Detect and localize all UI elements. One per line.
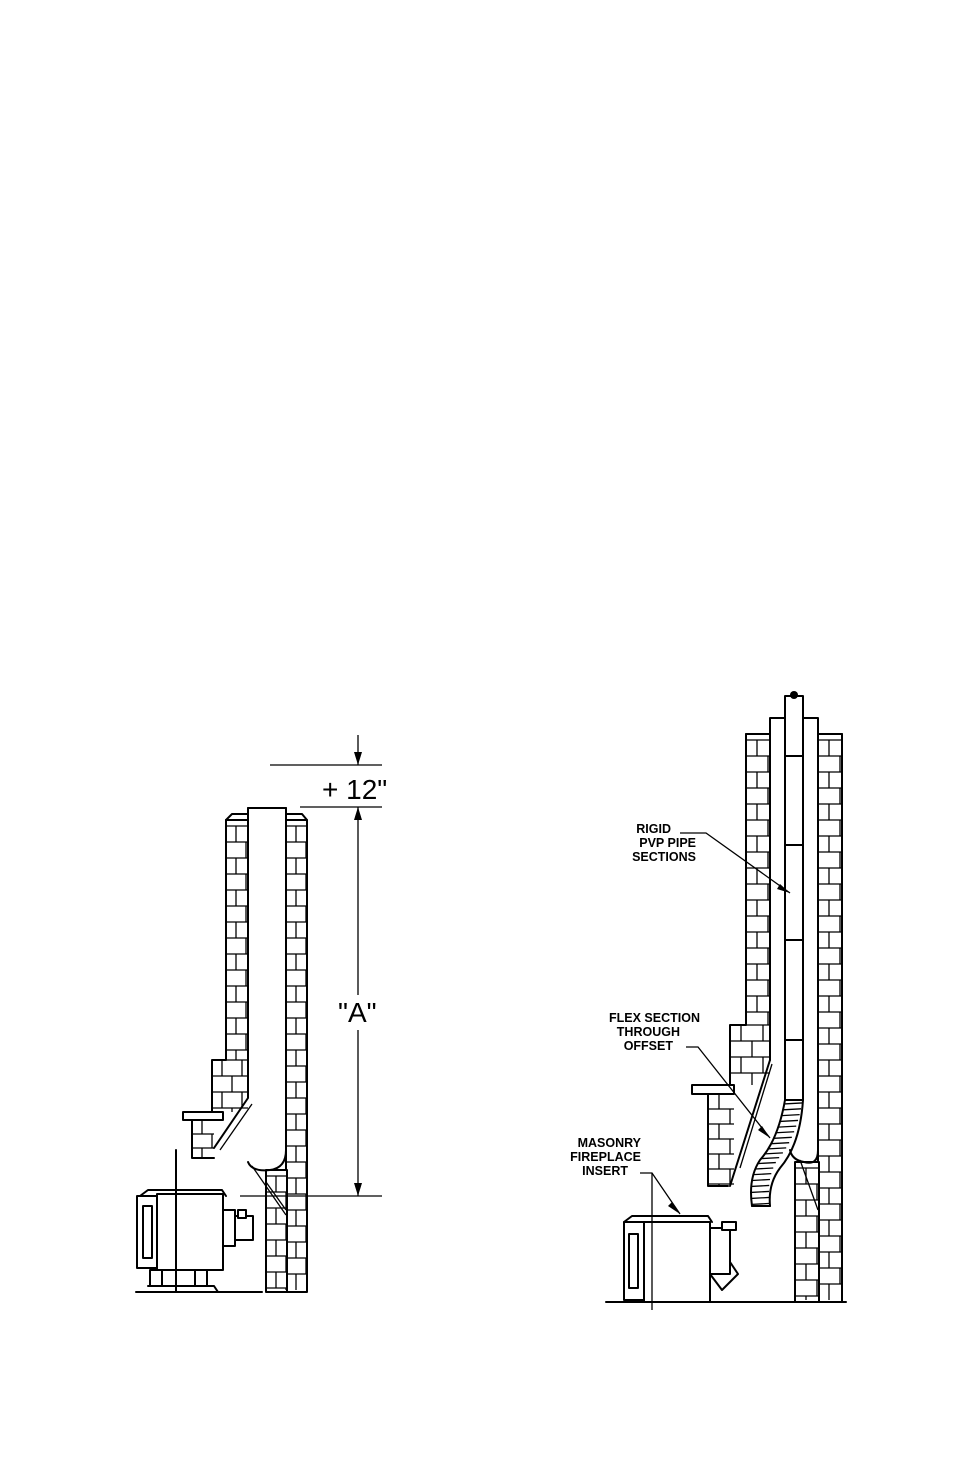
callout-rigid-pvp: RIGID PVP PIPE SECTIONS: [632, 822, 696, 864]
left-flue-liner: [214, 808, 286, 1215]
svg-text:FIREPLACE: FIREPLACE: [570, 1150, 641, 1164]
pipe-cap-icon: [790, 691, 798, 699]
svg-text:MASONRY: MASONRY: [578, 1136, 642, 1150]
right-chimney-outer-wall: [818, 734, 842, 1302]
svg-text:SECTIONS: SECTIONS: [632, 850, 696, 864]
dimension-a-label: "A": [338, 997, 377, 1028]
left-chimney-figure: + 12" "A": [136, 735, 387, 1292]
right-chimney-masonry: [692, 718, 842, 1302]
callout-masonry-insert: MASONRY FIREPLACE INSERT: [570, 1136, 641, 1178]
dimension-plus-12-label: + 12": [322, 774, 387, 805]
left-mantel-shelf: [183, 1112, 223, 1120]
right-flue-and-liner: [730, 691, 818, 1210]
svg-text:OFFSET: OFFSET: [624, 1039, 674, 1053]
left-pellet-stove: [136, 1150, 262, 1292]
svg-text:INSERT: INSERT: [582, 1164, 628, 1178]
svg-text:PVP PIPE: PVP PIPE: [639, 836, 696, 850]
right-chimney-figure: RIGID PVP PIPE SECTIONS FLEX SECTION THR…: [570, 691, 846, 1310]
right-mantel-shelf: [692, 1085, 734, 1094]
svg-text:RIGID: RIGID: [636, 822, 671, 836]
svg-text:THROUGH: THROUGH: [617, 1025, 680, 1039]
svg-text:FLEX SECTION: FLEX SECTION: [609, 1011, 700, 1025]
